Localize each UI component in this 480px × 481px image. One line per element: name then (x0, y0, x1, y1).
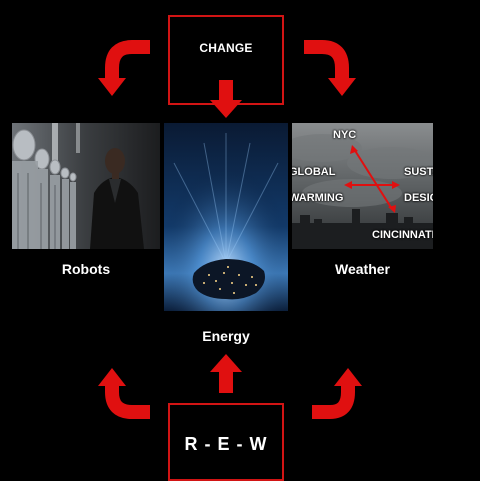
arrow-top-right-icon (304, 40, 356, 96)
robots-image (12, 123, 160, 249)
weather-caption: Weather (335, 261, 390, 277)
change-label: CHANGE (199, 41, 253, 55)
rew-label: R - E - W (184, 433, 268, 454)
weather-label-nyc: NYC (333, 129, 357, 141)
energy-caption: Energy (202, 328, 250, 344)
arrow-top-left-icon (98, 40, 150, 96)
arrow-bottom-left-icon (98, 368, 150, 419)
robots-caption: Robots (61, 261, 111, 277)
weather-label-sustainable: SUSTAINABLE (404, 166, 433, 178)
weather-label-cincinnati: CINCINNATI (372, 229, 433, 241)
arrow-up-icon (210, 354, 242, 393)
weather-label-global: GLOBAL (292, 166, 336, 178)
weather-image: NYC GLOBAL WARMING SUSTAINABLE DESIGN CI… (292, 123, 433, 249)
weather-label-warming: WARMING (292, 192, 344, 204)
arrow-bottom-right-icon (312, 368, 362, 419)
energy-image (164, 123, 288, 311)
arrow-down-icon (210, 80, 242, 118)
weather-label-design: DESIGN (404, 192, 433, 204)
